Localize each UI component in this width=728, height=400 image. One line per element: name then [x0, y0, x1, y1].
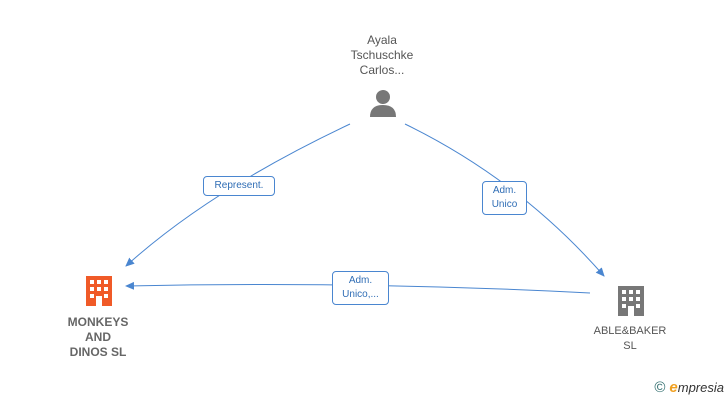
- person-node-label[interactable]: Ayala Tschuschke Carlos...: [350, 33, 414, 77]
- edge-label-represent[interactable]: Represent.: [203, 176, 275, 196]
- company-right-label[interactable]: ABLE&BAKER SL: [593, 325, 667, 352]
- company-left-label[interactable]: MONKEYS AND DINOS SL: [67, 315, 129, 359]
- edge-label-adm-unico-multi[interactable]: Adm. Unico,...: [332, 271, 389, 305]
- brand-logo: empresia: [669, 379, 724, 396]
- footer-brand: © empresia: [654, 379, 724, 396]
- building-icon[interactable]: [616, 284, 646, 318]
- copyright-icon: ©: [654, 379, 666, 396]
- building-icon[interactable]: [84, 274, 114, 308]
- edge-label-adm-unico[interactable]: Adm. Unico: [482, 181, 527, 215]
- person-icon[interactable]: [368, 88, 398, 118]
